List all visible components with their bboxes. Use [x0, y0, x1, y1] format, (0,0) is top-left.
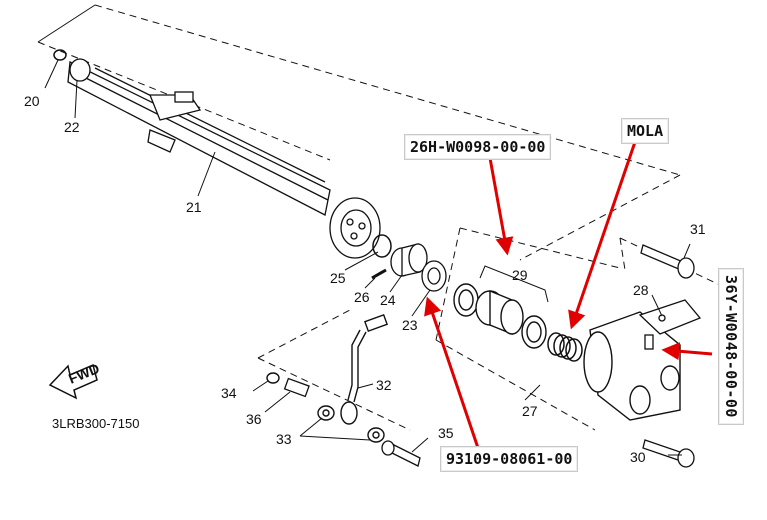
annotation-mola: MOLA — [621, 118, 670, 144]
part-number-labels: 20 22 21 25 26 24 23 29 27 28 31 30 32 3… — [24, 93, 706, 465]
label-28: 28 — [633, 282, 649, 298]
annotation-26H-W0098: 26H-W0098-00-00 — [404, 134, 552, 160]
annotation-36Y-W0048: 36Y-W0048-00-00 — [718, 268, 744, 425]
hose-32 — [340, 313, 389, 425]
label-29: 29 — [512, 267, 528, 283]
label-25: 25 — [330, 270, 346, 286]
cylinder-body — [583, 311, 681, 421]
leader-lines — [44, 59, 691, 456]
part-20-oring — [53, 49, 67, 61]
label-36: 36 — [246, 411, 262, 427]
label-21: 21 — [186, 199, 202, 215]
part-35-bolt — [381, 440, 421, 467]
label-22: 22 — [64, 119, 80, 135]
part-36-bleeder — [283, 377, 310, 398]
shaft — [67, 58, 331, 216]
part-33-leaders — [299, 417, 371, 441]
label-31: 31 — [690, 221, 706, 237]
part-29-seals — [453, 283, 547, 349]
label-35: 35 — [438, 425, 454, 441]
part-23-seal — [421, 260, 447, 292]
label-33: 33 — [276, 431, 292, 447]
diagram-code: 3LRB300-7150 — [52, 416, 139, 431]
part-24-bushing — [390, 243, 428, 277]
annotation-93109-08061: 93109-08061-00 — [440, 446, 579, 472]
label-24: 24 — [380, 292, 396, 308]
gear-disc — [329, 197, 381, 259]
label-26: 26 — [354, 289, 370, 305]
label-30: 30 — [630, 449, 646, 465]
spring — [547, 332, 583, 362]
bolt-31 — [640, 244, 695, 279]
label-34: 34 — [221, 385, 237, 401]
label-27: 27 — [522, 403, 538, 419]
label-20: 20 — [24, 93, 40, 109]
label-32: 32 — [376, 377, 392, 393]
part-34-washer — [266, 372, 280, 384]
hose-frame — [257, 309, 411, 431]
part-26-pin — [371, 268, 387, 280]
part-28-plate — [638, 299, 702, 350]
annotation-arrows — [424, 141, 713, 449]
label-23: 23 — [402, 317, 418, 333]
part-33-washers — [317, 405, 385, 443]
fwd-arrow-icon — [48, 363, 98, 400]
part-25-oring — [372, 234, 392, 258]
part-29-bracket — [479, 265, 549, 303]
bolt-30 — [642, 439, 695, 468]
